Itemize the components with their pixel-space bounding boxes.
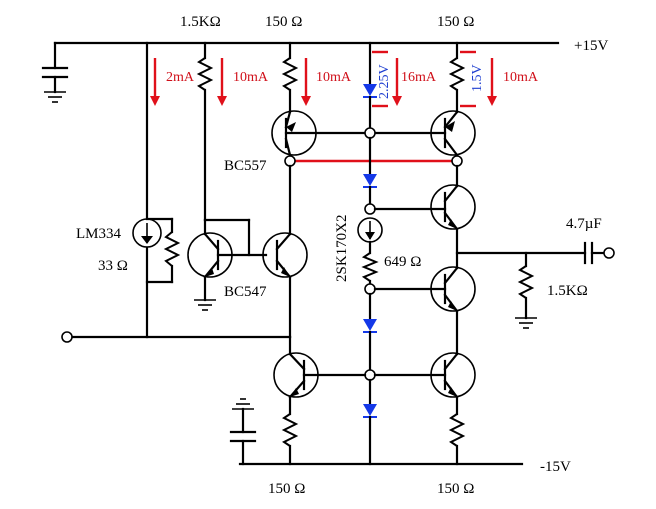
diode-3 xyxy=(363,319,377,331)
label-r-bot-left: 150 Ω xyxy=(268,481,305,497)
label-supply-neg: -15V xyxy=(540,459,571,475)
npn-right-upper xyxy=(373,164,476,270)
pnp-collector-link xyxy=(284,153,463,167)
label-cap-out: 4.7µF xyxy=(566,216,602,232)
label-cur-2ma: 2mA xyxy=(166,70,195,85)
bc547-pair xyxy=(187,164,308,339)
label-supply-pos: +15V xyxy=(574,38,608,54)
label-r-top-left: 1.5KΩ xyxy=(180,14,221,30)
label-cur-10ma-b: 10mA xyxy=(316,70,352,85)
label-v-225: 2.25V xyxy=(377,64,392,99)
label-pnp: BC557 xyxy=(224,158,267,174)
bc557-pnp-left xyxy=(271,110,372,157)
label-ref-ic: LM334 xyxy=(76,226,122,242)
label-r-top-right: 150 Ω xyxy=(437,14,474,30)
label-r-ref: 33 Ω xyxy=(98,258,128,274)
diode-1 xyxy=(363,84,377,96)
top-left-decoupling-capacitor xyxy=(41,41,69,103)
input-terminal[interactable] xyxy=(61,331,73,343)
resistor-150-top-right xyxy=(448,41,466,114)
label-r-top-mid: 150 Ω xyxy=(265,14,302,30)
resistor-1k5-top xyxy=(196,41,214,222)
output-terminal[interactable] xyxy=(603,247,615,259)
resistor-150-top-mid xyxy=(281,41,299,114)
label-cur-16ma: 16mA xyxy=(401,70,437,85)
label-npn: BC547 xyxy=(224,284,267,300)
reference-supply-wire xyxy=(61,41,292,343)
current-arrows xyxy=(150,50,497,108)
label-r-fet: 649 Ω xyxy=(384,254,421,270)
label-r-out: 1.5KΩ xyxy=(547,283,588,299)
npn-right-middle xyxy=(373,266,476,356)
label-fet: 2SK170X2 xyxy=(334,214,350,282)
label-cur-10ma-a: 10mA xyxy=(233,70,269,85)
npn-right-lower xyxy=(373,352,476,466)
lm334-current-source xyxy=(132,217,181,284)
diode-4 xyxy=(363,404,377,416)
npn-left-lower xyxy=(273,335,367,466)
pnp-right xyxy=(368,110,476,157)
output-network xyxy=(455,241,615,329)
label-cur-10ma-c: 10mA xyxy=(503,70,539,85)
diode-2 xyxy=(363,174,377,186)
label-r-bot-right: 150 Ω xyxy=(437,481,474,497)
label-v-15: 1.5V xyxy=(470,64,485,92)
bottom-left-decoupling-capacitor xyxy=(229,398,257,466)
